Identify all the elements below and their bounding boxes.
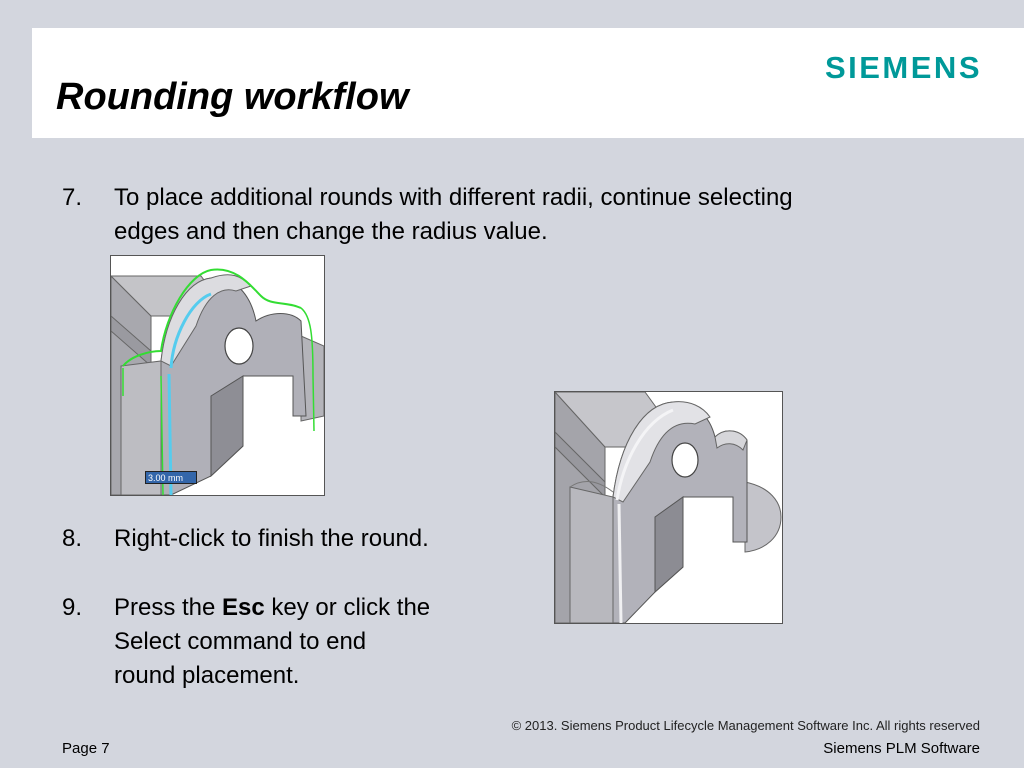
- step-line: Right-click to finish the round.: [114, 525, 429, 552]
- step-line: Press the Esc key or click the: [114, 591, 430, 625]
- page-title: Rounding workflow: [56, 76, 409, 118]
- part-illustration: [555, 392, 782, 623]
- step-text-suffix: key or click the: [264, 594, 431, 621]
- step-line: To place additional rounds with differen…: [114, 184, 793, 211]
- radius-input[interactable]: 3.00 mm: [145, 471, 197, 484]
- rounding-result-image: [554, 391, 783, 624]
- step-number: 7.: [62, 184, 83, 211]
- step-7: 7. To place additional rounds with diffe…: [62, 181, 962, 251]
- siemens-logo: SIEMENS: [824, 50, 982, 85]
- step-8: 8. Right-click to finish the round.: [62, 522, 522, 558]
- step-line: Select command to end: [114, 628, 367, 655]
- step-9: 9. Press the Esc key or click the Select…: [62, 591, 522, 695]
- step-number: 9.: [62, 594, 83, 621]
- copyright-notice: © 2013. Siemens Product Lifecycle Manage…: [511, 718, 980, 733]
- title-bar: Rounding workflow SIEMENS: [32, 28, 1024, 138]
- rounding-selection-image: 3.00 mm: [110, 255, 325, 496]
- esc-key-label: Esc: [222, 594, 265, 621]
- step-text: Press the Esc key or click the Select co…: [114, 591, 430, 693]
- step-text: To place additional rounds with differen…: [114, 181, 793, 249]
- step-line: round placement.: [114, 662, 300, 689]
- part-illustration: [111, 268, 324, 495]
- page-number: Page 7: [62, 740, 110, 757]
- step-line: edges and then change the radius value.: [114, 218, 548, 245]
- step-text: Right-click to finish the round.: [114, 522, 429, 556]
- company-name: Siemens PLM Software: [823, 740, 980, 757]
- step-number: 8.: [62, 525, 83, 552]
- step-text-prefix: Press the: [114, 594, 223, 621]
